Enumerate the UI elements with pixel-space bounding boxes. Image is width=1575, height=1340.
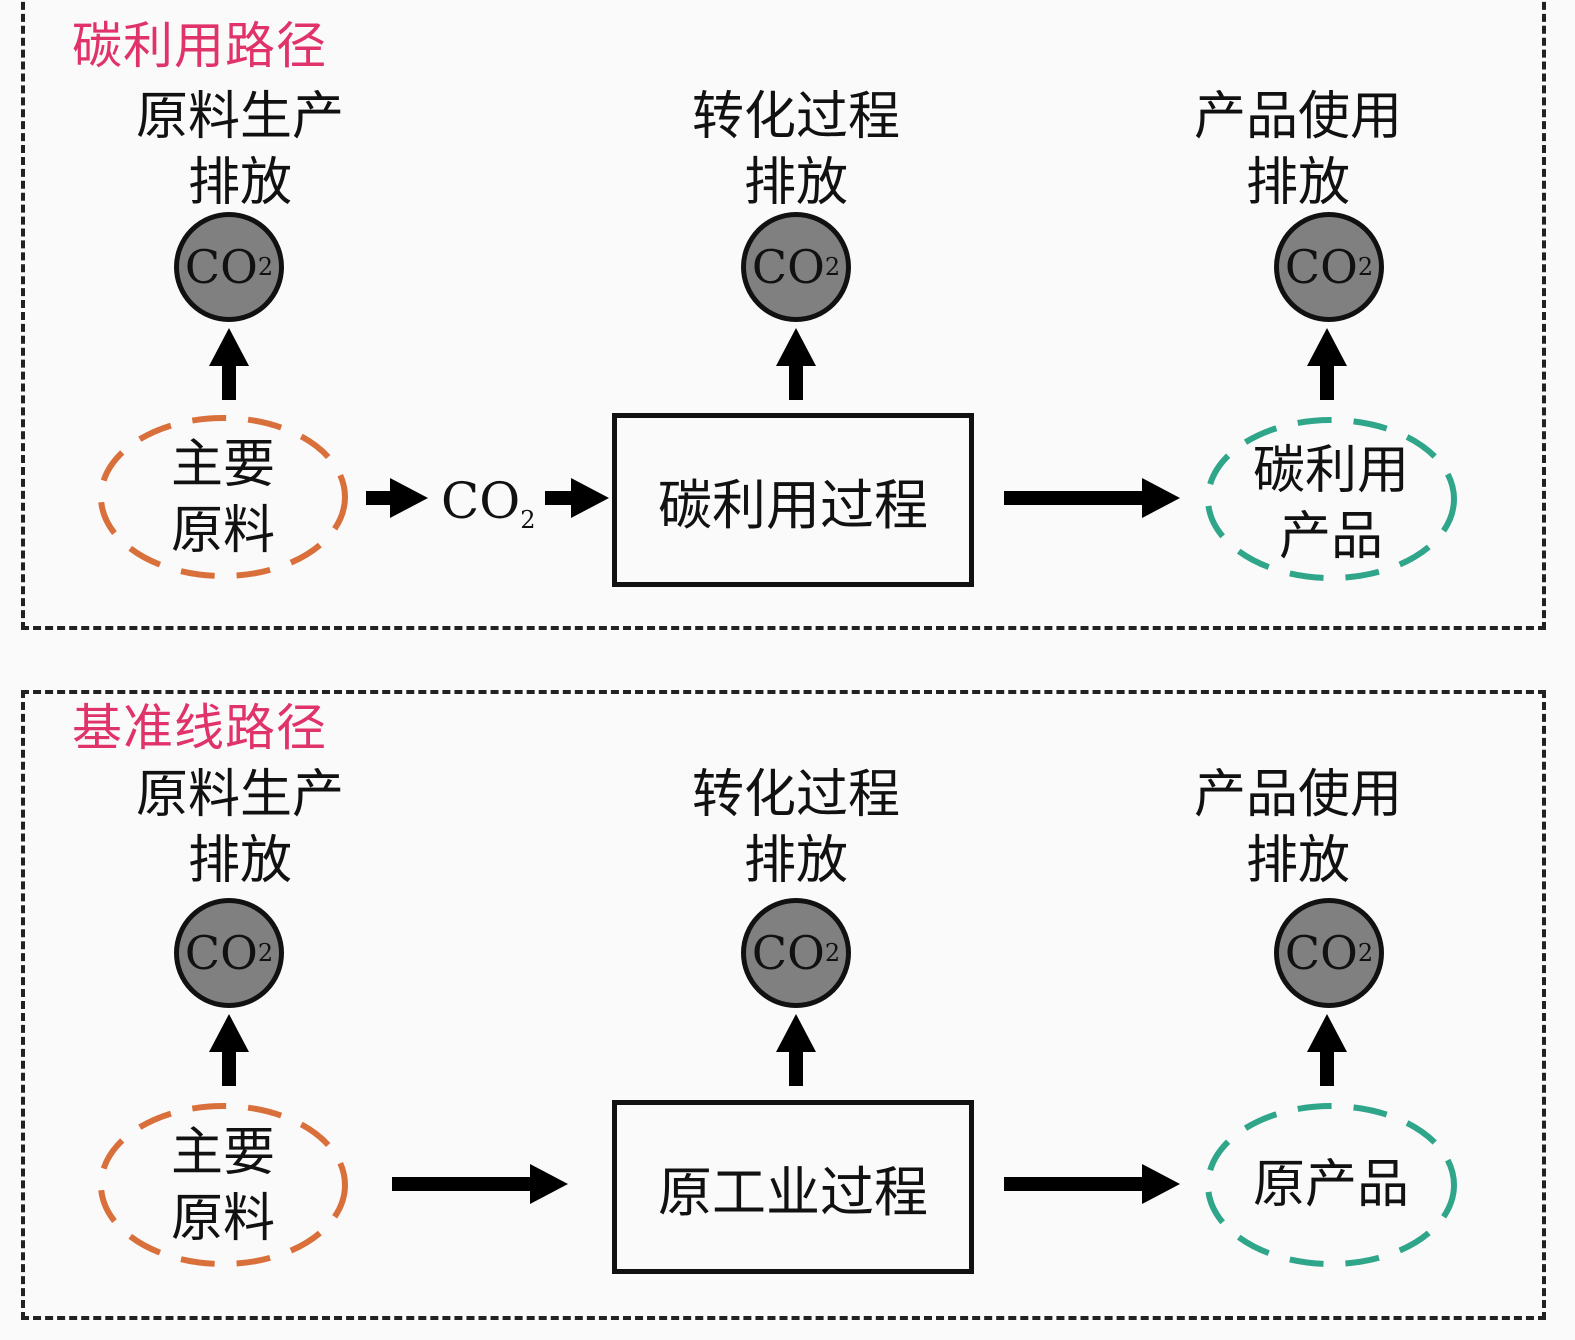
product-label: 原产品 [1252,1155,1409,1215]
product-ellipse [1205,1103,1457,1267]
up-arrow-icon [776,1014,816,1086]
feedstock-ellipse [98,1103,348,1267]
feedstock-emission-label: 原料生产 排放 [135,87,344,213]
right-arrow-icon [1004,478,1180,518]
up-arrow-icon [209,1014,249,1086]
feedstock-label: 主要 原料 [170,1123,275,1249]
conversion-emission-label: 转化过程 排放 [691,765,900,891]
panel-title: 基准线路径 [72,699,327,757]
up-arrow-icon [1307,1014,1347,1086]
feedstock-ellipse [98,415,348,579]
product-label: 碳利用 产品 [1252,441,1409,567]
dashed-frame [21,690,1546,1320]
panel-title: 碳利用路径 [72,17,327,75]
right-arrow-icon [392,1164,568,1204]
right-arrow-icon [545,478,609,518]
right-arrow-icon [1004,1164,1180,1204]
dashed-frame [21,0,1546,630]
co2-intermediate-label: CO2 [441,472,536,534]
product-ellipse [1205,417,1457,581]
conversion-emission-label: 转化过程 排放 [691,87,900,213]
product-emission-label: 产品使用 排放 [1193,87,1402,213]
feedstock-label: 主要 原料 [170,435,275,561]
up-arrow-icon [209,328,249,400]
feedstock-emission-label: 原料生产 排放 [135,765,344,891]
product-emission-label: 产品使用 排放 [1193,765,1402,891]
right-arrow-icon [366,478,428,518]
baseline-process-box: 原工业过程 [612,1100,974,1274]
up-arrow-icon [1307,328,1347,400]
carbon-utilization-process-box: 碳利用过程 [612,413,974,587]
up-arrow-icon [776,328,816,400]
